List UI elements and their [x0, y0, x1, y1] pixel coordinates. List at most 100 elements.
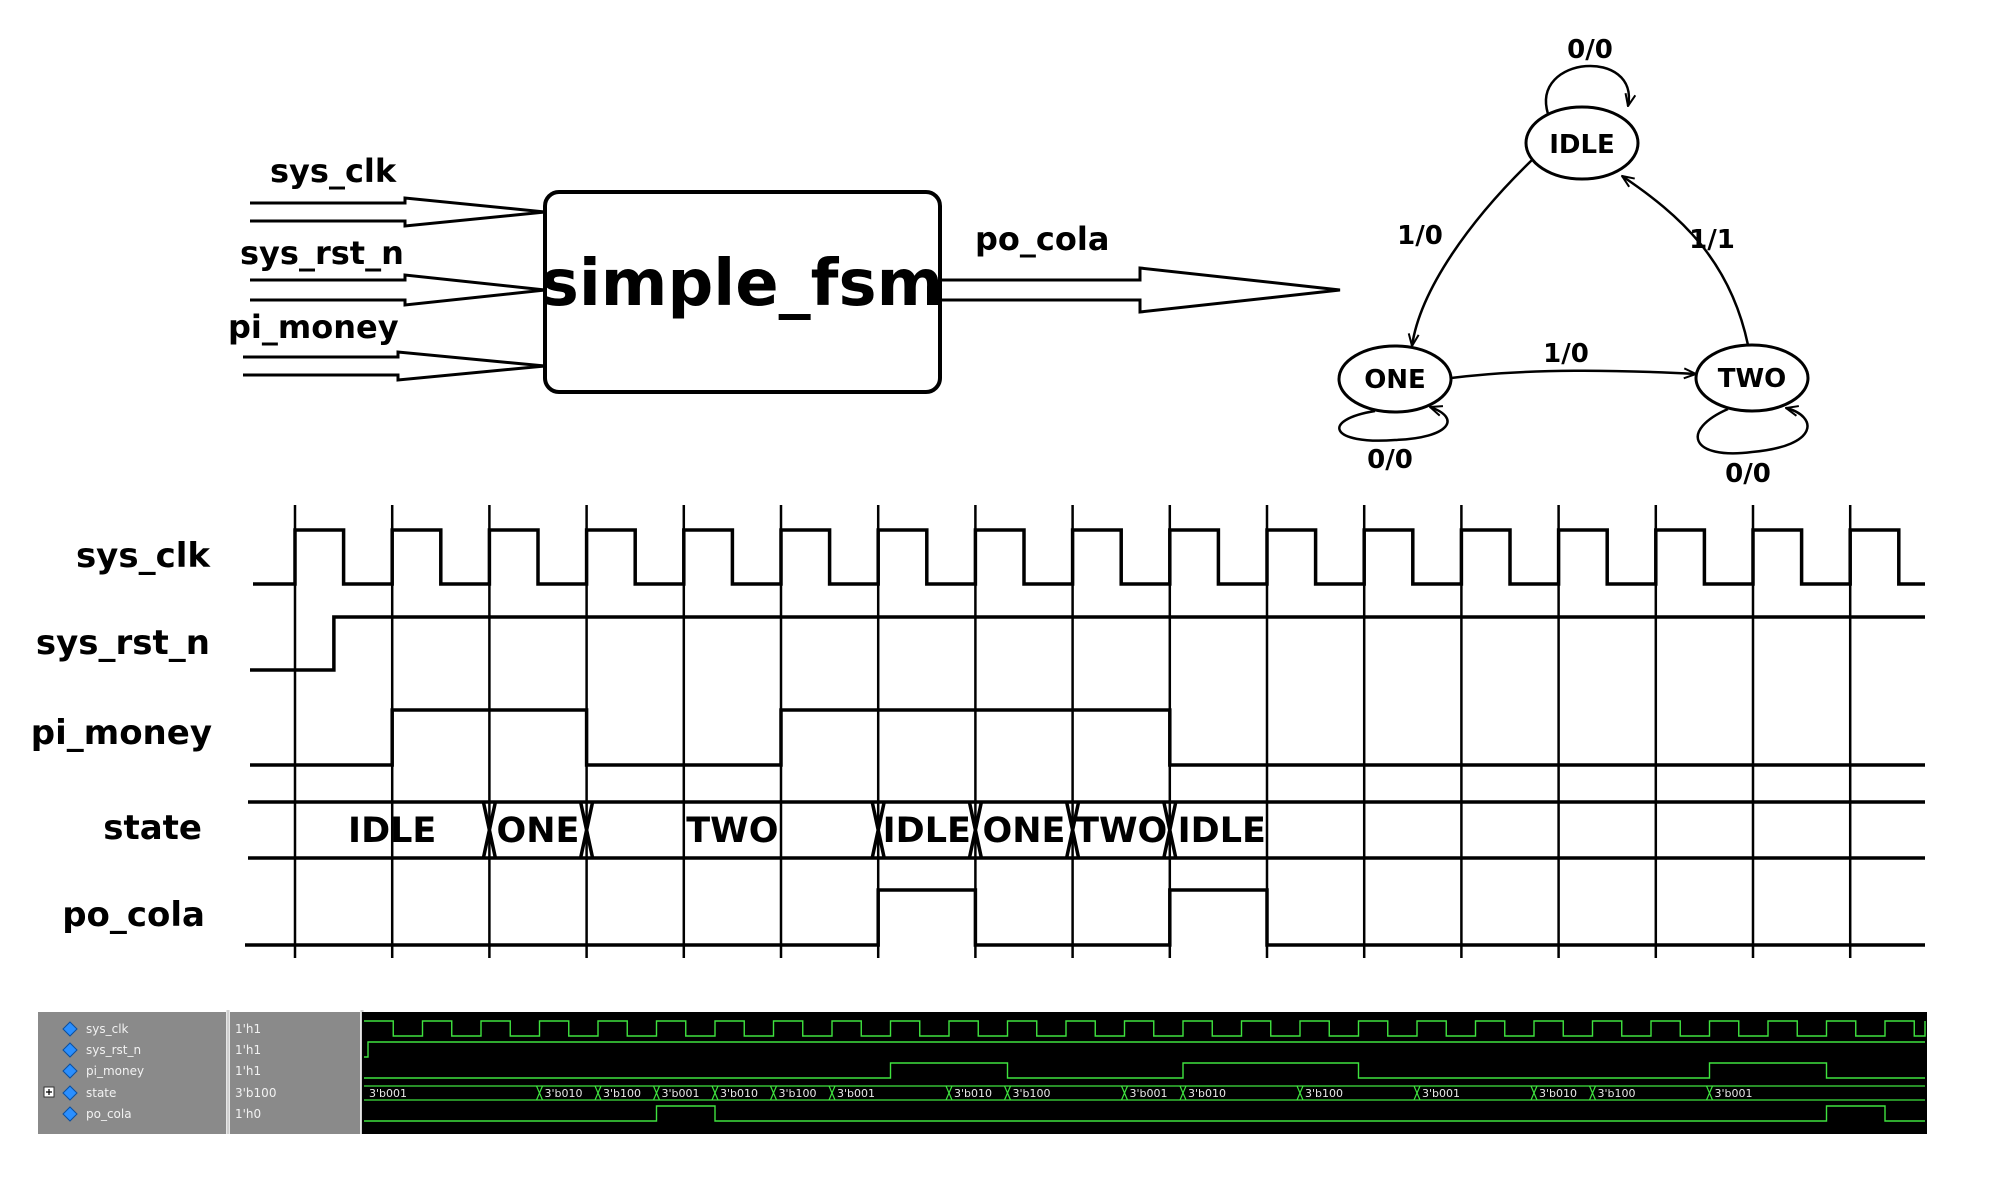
sim-state-transition [1296, 1085, 1304, 1101]
sim-state-value: 3'b001 [1130, 1087, 1168, 1100]
transition-label-one-two: 1/0 [1543, 339, 1589, 369]
signal-value: 1'h0 [235, 1107, 261, 1121]
input-arrow-sys-clk [250, 196, 546, 228]
input-label-sys-clk: sys_clk [270, 152, 397, 190]
sim-state-transition [945, 1085, 953, 1101]
sim-state-transition [769, 1085, 778, 1101]
wave-po-cola [245, 888, 1925, 947]
sim-state-value: 3'b010 [1539, 1087, 1577, 1100]
plus-icon [46, 1089, 52, 1095]
sim-state-value: 3'b001 [1422, 1087, 1460, 1100]
simulator-signal-list: sys_clk 1'h1 sys_rst_n 1'h1 pi_money 1'h1 stat… [43, 1021, 276, 1122]
sim-state-value: 3'b010 [720, 1087, 758, 1100]
state-transition-cross [870, 801, 886, 859]
signal-name[interactable]: po_cola [86, 1107, 132, 1121]
signal-name[interactable]: pi_money [86, 1064, 144, 1078]
wave-area [362, 1012, 1927, 1134]
state-segment-label: IDLE [883, 811, 971, 851]
timing-label-po-cola: po_cola [62, 895, 205, 935]
sim-state-transition [1705, 1085, 1714, 1101]
state-node-idle [1524, 105, 1640, 181]
sim-state-transition [711, 1085, 719, 1101]
sim-state-transition [1588, 1085, 1597, 1101]
state-transition-cross [481, 801, 498, 859]
sim-state-value: 3'b100 [1013, 1087, 1051, 1100]
signal-diamond-icon [62, 1063, 78, 1079]
sim-state-transition [1120, 1085, 1129, 1101]
state-segment-label: ONE [497, 811, 580, 851]
timing-label-pi-money: pi_money [31, 713, 212, 753]
sim-state-value: 3'b001 [1715, 1087, 1753, 1100]
signal-name[interactable]: sys_rst_n [86, 1043, 141, 1057]
signal-name[interactable]: sys_clk [86, 1022, 129, 1036]
transition-label-two-two: 0/0 [1725, 459, 1771, 489]
block-diagram: sys_clk sys_rst_n pi_money simple_fsm po… [228, 152, 1341, 394]
sim-state-transition [1003, 1085, 1012, 1101]
sim-state-transition [1179, 1085, 1187, 1101]
sim-state-value: 3'b100 [779, 1087, 817, 1100]
sim-state-transition [594, 1085, 602, 1101]
transition-label-one-one: 0/0 [1367, 445, 1413, 475]
timing-waveforms [245, 528, 1925, 947]
output-label-po-cola: po_cola [975, 220, 1109, 258]
transition-one-two [1450, 371, 1696, 378]
signal-value: 1'h1 [235, 1064, 261, 1078]
signal-value: 3'b100 [235, 1086, 276, 1100]
transition-label-idle-idle: 0/0 [1567, 35, 1613, 65]
state-node-one-label: ONE [1364, 365, 1426, 395]
state-transition-cross [1064, 801, 1081, 859]
sim-state-value: 3'b100 [1305, 1087, 1343, 1100]
timing-label-sys-clk: sys_clk [76, 536, 211, 576]
sim-wave-po-cola [364, 1105, 1925, 1122]
input-arrow-pi-money [243, 350, 546, 382]
sim-state-value: 3'b010 [954, 1087, 992, 1100]
input-label-sys-rst-n: sys_rst_n [240, 234, 404, 272]
transition-idle-one [1412, 159, 1533, 346]
transition-two-two [1696, 408, 1809, 455]
signal-value-panel [230, 1012, 360, 1134]
transition-idle-idle [1544, 64, 1629, 115]
sim-state-value: 3'b001 [837, 1087, 875, 1100]
input-label-pi-money: pi_money [228, 308, 399, 346]
sim-state-value: 3'b010 [1188, 1087, 1226, 1100]
simulator-waveforms: 3'b001 3'b010 3'b100 3'b001 3'b010 3'b100 3'b0… [364, 1020, 1926, 1122]
signal-value: 1'h1 [235, 1043, 261, 1057]
state-segment-label: IDLE [1178, 811, 1266, 851]
signal-value: 1'h1 [235, 1022, 261, 1036]
state-node-idle-label: IDLE [1549, 130, 1615, 160]
signal-diamond-icon [62, 1042, 78, 1058]
sim-state-transition [535, 1085, 544, 1101]
state-transition-cross [967, 801, 984, 859]
simulator-wave-window: sys_clk 1'h1 sys_rst_n 1'h1 pi_money 1'h1 stat… [38, 1010, 1927, 1134]
state-segment-label: ONE [983, 811, 1066, 851]
state-transition-cross [1162, 801, 1178, 859]
output-arrow-po-cola [940, 266, 1341, 314]
sim-wave-pi-money [364, 1062, 1925, 1079]
sim-state-value: 3'b001 [662, 1087, 700, 1100]
state-segment-label: IDLE [348, 811, 436, 851]
signal-diamond-icon [62, 1021, 78, 1037]
sim-state-transition [1530, 1085, 1538, 1101]
state-transition-cross [578, 801, 595, 859]
wave-sys-clk [253, 528, 1925, 586]
sim-state-value: 3'b001 [369, 1087, 407, 1100]
signal-diamond-icon [62, 1085, 78, 1101]
transition-label-two-idle: 1/1 [1689, 225, 1735, 255]
signal-name[interactable]: state [86, 1086, 116, 1100]
transition-label-idle-one: 1/0 [1397, 221, 1443, 251]
sim-state-value: 3'b010 [545, 1087, 583, 1100]
state-segment-label: TWO [686, 811, 778, 851]
state-segment-label: TWO [1075, 811, 1167, 851]
timing-diagram: sys_clk sys_rst_n pi_money state po_cola… [31, 505, 1925, 958]
transition-one-one [1338, 407, 1449, 442]
state-diagram: IDLE ONE TWO 0/0 1/0 1/0 1/1 0/0 0/0 [1337, 35, 1810, 489]
wave-sys-rst-n [250, 615, 1925, 672]
module-title: simple_fsm [541, 247, 944, 321]
wave-pi-money [250, 708, 1925, 767]
sim-wave-sys-clk [364, 1020, 1926, 1037]
sim-state-value: 3'b100 [603, 1087, 641, 1100]
sim-wave-sys-rst-n [364, 1041, 1925, 1058]
transition-two-idle [1622, 176, 1750, 346]
